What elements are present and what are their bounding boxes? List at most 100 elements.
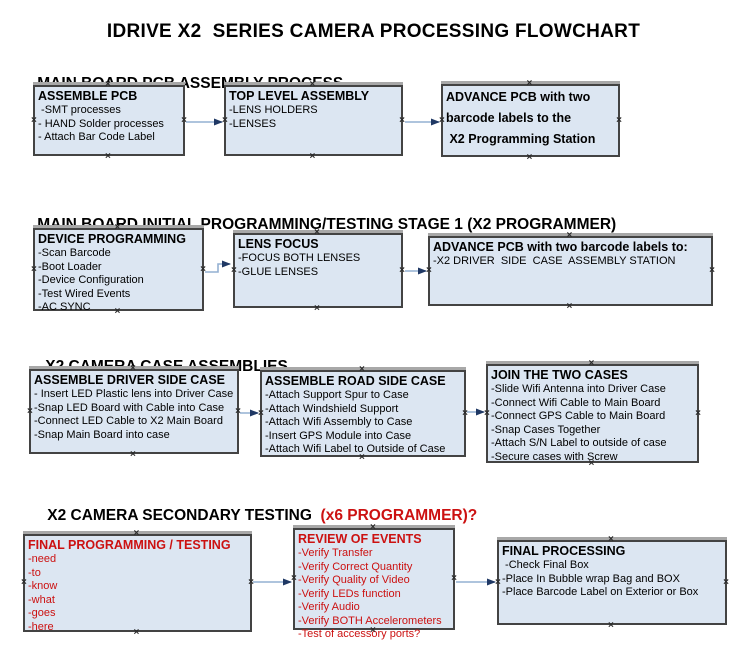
anchor-x-icon: × — [495, 576, 501, 588]
box-item: -here — [28, 620, 54, 633]
anchor-x-icon: × — [200, 263, 206, 275]
box-item: barcode labels to the — [446, 111, 572, 125]
box-item: -Slide Wifi Antenna into Driver Case — [491, 383, 666, 395]
box-item: X2 Programming Station — [446, 132, 596, 146]
anchor-x-icon: × — [709, 265, 715, 276]
box-final-programming-testing[interactable]: FINAL PROGRAMMING / TESTING -need -to -k… — [21, 529, 254, 638]
anchor-x-icon: × — [105, 151, 111, 162]
anchor-x-icon: × — [399, 114, 405, 126]
box-item: -FOCUS BOTH LENSES — [238, 252, 361, 264]
box-item: -Secure cases with Screw — [491, 450, 618, 463]
box-title: REVIEW OF EVENTS — [298, 532, 422, 546]
box-item: -Connect Wifi Cable to Main Board — [491, 396, 661, 409]
anchor-x-icon: × — [27, 405, 33, 417]
box-title: DEVICE PROGRAMMING — [38, 232, 186, 246]
box-item: -Connect LED Cable to X2 Main Board — [34, 415, 223, 427]
box-item: - Attach Bar Code Label — [38, 131, 155, 143]
box-item: -Attach Wifi Assembly to Case — [265, 416, 413, 428]
anchor-x-icon: × — [21, 577, 27, 588]
section-heading-secondary-testing: X2 CAMERA SECONDARY TESTING (x6 PROGRAMM… — [30, 489, 477, 543]
box-title: ADVANCE PCB with two — [446, 90, 591, 104]
anchor-x-icon: × — [222, 114, 228, 126]
anchor-x-icon: × — [723, 576, 729, 588]
box-assemble-road-side-case[interactable]: ASSEMBLE ROAD SIDE CASE -Attach Support … — [258, 365, 468, 463]
box-title: ASSEMBLE PCB — [38, 89, 138, 103]
box-title: FINAL PROCESSING — [502, 544, 626, 558]
box-item: -Scan Barcode — [38, 247, 111, 259]
box-advance-pcb-programming-station[interactable]: ADVANCE PCB with two barcode labels to t… — [439, 79, 622, 163]
anchor-x-icon: × — [31, 263, 37, 275]
box-item: -Place Barcode Label on Exterior or Box — [502, 586, 699, 598]
anchor-x-icon: × — [231, 264, 237, 276]
box-item: -AC SYNC — [38, 301, 91, 313]
anchor-x-icon: × — [566, 301, 573, 312]
anchor-x-icon: × — [399, 264, 405, 276]
box-lens-focus[interactable]: LENS FOCUS -FOCUS BOTH LENSES -GLUE LENS… — [231, 228, 405, 314]
box-item: -Attach Support Spur to Case — [265, 389, 409, 401]
box-item: -Verify Correct Quantity — [298, 560, 413, 573]
box-item: -SMT processes — [38, 104, 121, 116]
anchor-x-icon: × — [608, 620, 614, 631]
box-item: -Attach Wifi Label to Outside of Case — [265, 443, 446, 455]
anchor-x-icon: × — [31, 114, 37, 126]
anchor-x-icon: × — [309, 151, 316, 162]
box-advance-pcb-driver-side[interactable]: ADVANCE PCB with two barcode labels to: … — [426, 231, 715, 312]
anchor-x-icon: × — [181, 114, 187, 126]
box-title: LENS FOCUS — [238, 237, 319, 251]
box-item: -to — [28, 566, 41, 579]
anchor-x-icon: × — [258, 407, 264, 419]
box-review-of-events[interactable]: REVIEW OF EVENTS -Verify Transfer -Verif… — [291, 523, 457, 641]
anchor-x-icon: × — [695, 407, 701, 419]
box-item: -X2 DRIVER SIDE CASE ASSEMBLY STATION — [433, 255, 676, 267]
anchor-x-icon: × — [616, 114, 622, 126]
connector-arrow — [205, 260, 231, 273]
box-item: -what — [28, 593, 55, 606]
box-item: -need — [28, 553, 57, 565]
section-heading-text: X2 CAMERA SECONDARY TESTING — [47, 507, 312, 524]
box-item: -Verify BOTH Accelerometers — [298, 614, 442, 627]
box-item: -Attach S/N Label to outside of case — [491, 437, 667, 449]
box-title: JOIN THE TWO CASES — [491, 368, 628, 382]
box-item: -Connect GPS Cable to Main Board — [491, 410, 666, 422]
box-item: - HAND Solder processes — [38, 117, 164, 130]
box-item: -Test of accessory ports? — [298, 628, 421, 640]
box-item: -Test Wired Events — [38, 287, 131, 300]
box-item: -LENS HOLDERS — [229, 104, 318, 116]
box-item: -Device Configuration — [38, 274, 144, 286]
box-item: -LENSES — [229, 117, 277, 130]
box-item: -Snap LED Board with Cable into Case — [34, 401, 225, 414]
box-assemble-driver-side-case[interactable]: ASSEMBLE DRIVER SIDE CASE - Insert LED P… — [27, 364, 241, 460]
box-top-level-assembly[interactable]: TOP LEVEL ASSEMBLY -LENS HOLDERS -LENSES… — [222, 80, 405, 162]
box-item: -Place In Bubble wrap Bag and BOX — [502, 572, 680, 585]
box-assemble-pcb[interactable]: ASSEMBLE PCB -SMT processes - HAND Solde… — [31, 80, 187, 162]
anchor-x-icon: × — [426, 265, 432, 276]
box-item: -Snap Main Board into case — [34, 428, 170, 441]
box-device-programming[interactable]: DEVICE PROGRAMMING -Scan Barcode -Boot L… — [31, 223, 206, 317]
box-item: -GLUE LENSES — [238, 265, 319, 278]
box-final-processing[interactable]: FINAL PROCESSING -Check Final Box -Place… — [495, 535, 729, 631]
anchor-x-icon: × — [130, 449, 136, 460]
section-heading-red-text: (x6 PROGRAMMER)? — [311, 507, 478, 524]
box-item: -Verify Audio — [298, 601, 360, 613]
box-item: -Insert GPS Module into Case — [265, 429, 412, 442]
anchor-x-icon: × — [439, 114, 445, 126]
anchor-x-icon: × — [314, 303, 320, 314]
anchor-x-icon: × — [235, 405, 241, 417]
box-item: -Check Final Box — [502, 559, 589, 571]
anchor-x-icon: × — [291, 573, 297, 584]
box-title: FINAL PROGRAMMING / TESTING — [28, 538, 231, 552]
box-title: ADVANCE PCB with two barcode labels to: — [433, 240, 688, 254]
anchor-x-icon: × — [248, 577, 254, 588]
box-title: TOP LEVEL ASSEMBLY — [229, 89, 370, 103]
box-item: - Insert LED Plastic lens into Driver Ca… — [34, 388, 234, 400]
box-join-the-two-cases[interactable]: JOIN THE TWO CASES -Slide Wifi Antenna i… — [484, 359, 701, 469]
anchor-x-icon: × — [526, 152, 533, 163]
box-item: -know — [28, 580, 58, 592]
box-item: -Verify Quality of Video — [298, 574, 410, 586]
box-item: -goes — [28, 607, 56, 619]
page-title: IDRIVE X2 SERIES CAMERA PROCESSING FLOWC… — [106, 21, 641, 42]
box-item: -Boot Loader — [38, 260, 102, 273]
box-item: -Snap Cases Together — [491, 423, 601, 436]
box-item: -Verify LEDs function — [298, 587, 401, 600]
